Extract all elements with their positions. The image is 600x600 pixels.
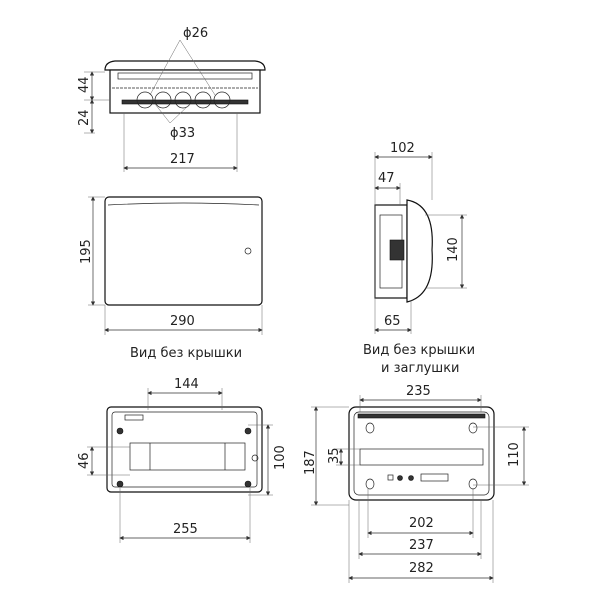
- front-view: 195 290: [79, 196, 263, 335]
- top-height-44: 44: [77, 76, 92, 93]
- inner-view-right: 235 187 35 110 202 237 282: [303, 384, 529, 583]
- inner-right-110: 110: [507, 442, 522, 467]
- inner-right-235: 235: [406, 384, 431, 399]
- side-depth-102: 102: [390, 141, 415, 156]
- inner-right-187: 187: [303, 450, 318, 475]
- top-height-24: 24: [77, 109, 92, 126]
- inner-left-144: 144: [174, 377, 199, 392]
- inner-left-100: 100: [273, 445, 288, 470]
- top-view: ϕ26 ϕ33 44 24 217: [77, 26, 266, 172]
- side-view: 102 47 140 65: [374, 141, 467, 334]
- side-height-140: 140: [446, 237, 461, 262]
- front-width-290: 290: [170, 314, 195, 329]
- caption-right-2: и заглушки: [381, 361, 460, 376]
- inner-right-282: 282: [409, 561, 434, 576]
- inner-left-46: 46: [77, 452, 92, 469]
- front-height-195: 195: [79, 239, 94, 264]
- inner-right-237: 237: [409, 538, 434, 553]
- inner-right-202: 202: [409, 516, 434, 531]
- top-diameter-33: ϕ33: [170, 126, 195, 141]
- inner-right-35: 35: [327, 447, 342, 464]
- side-offset-47: 47: [378, 171, 395, 186]
- top-diameter-26: ϕ26: [183, 26, 208, 41]
- top-width-217: 217: [170, 152, 195, 167]
- caption-right-1: Вид без крышки: [363, 343, 475, 358]
- side-base-65: 65: [384, 314, 401, 329]
- caption-left: Вид без крышки: [130, 346, 242, 361]
- lock-knob-icon: [244, 247, 252, 255]
- inner-left-255: 255: [173, 522, 198, 537]
- inner-view-left: 144 46 100 255: [77, 377, 288, 543]
